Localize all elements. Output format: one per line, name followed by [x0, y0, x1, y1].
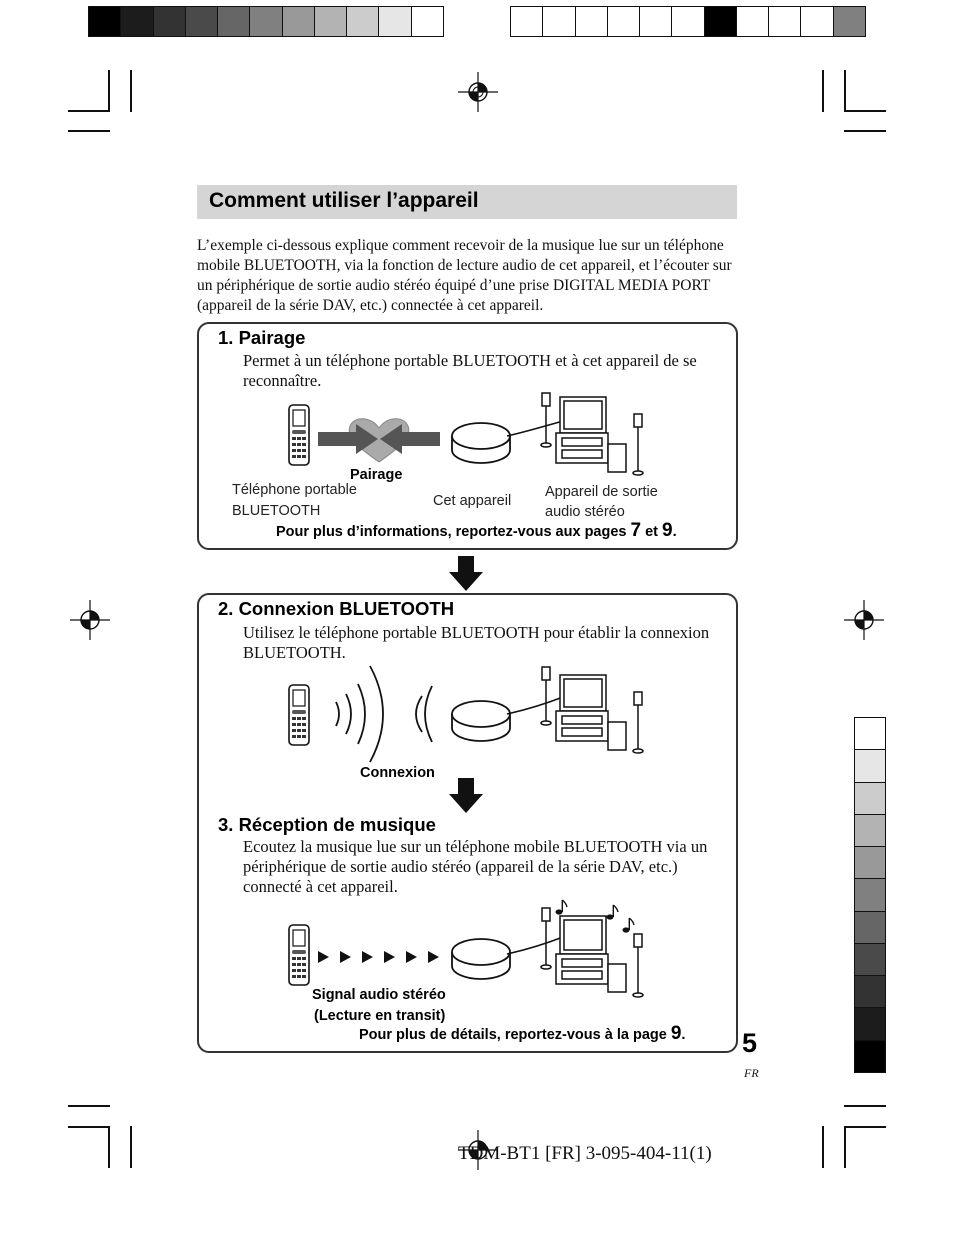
- stereo-system-icon: [540, 907, 644, 998]
- color-swatch: [543, 7, 576, 36]
- color-swatch: [121, 7, 154, 36]
- stereo-system-icon: [540, 666, 644, 754]
- color-swatch: [801, 7, 834, 36]
- radio-waves-icon: [335, 665, 433, 763]
- registration-target-icon: [458, 72, 498, 112]
- color-strip-side: [854, 717, 886, 1073]
- phone-label-line1: Téléphone portable: [232, 482, 357, 498]
- color-swatch: [607, 7, 641, 36]
- color-swatch: [736, 7, 770, 36]
- section-header: Comment utiliser l’appareil: [197, 185, 737, 219]
- registration-target-icon: [844, 600, 884, 640]
- device-puck-icon: [451, 938, 511, 980]
- page-number: 5: [742, 1028, 758, 1058]
- registration-target-icon: [70, 600, 110, 640]
- language-code: FR: [744, 1066, 759, 1080]
- stream-arrows-icon: [318, 951, 439, 963]
- step2-box: [197, 593, 738, 1053]
- pairing-label: Pairage: [350, 467, 403, 483]
- color-swatch: [314, 7, 348, 36]
- step1-box: [197, 322, 738, 550]
- color-swatch: [89, 7, 122, 36]
- music-note-icon: [555, 899, 568, 915]
- output-label-line1: Appareil de sortie: [545, 484, 658, 500]
- phone-icon: [288, 404, 310, 466]
- color-swatch: [855, 847, 885, 880]
- color-swatch: [640, 7, 673, 36]
- signal-label-line1: Signal audio stéréo: [312, 987, 446, 1003]
- color-swatch: [672, 7, 705, 36]
- step1-reference-note: Pour plus d’informations, reportez-vous …: [276, 520, 677, 541]
- color-swatch: [855, 879, 885, 912]
- device-puck-icon: [451, 422, 511, 464]
- phone-icon: [288, 684, 310, 746]
- color-bar-top-right: [510, 6, 866, 37]
- step2-title: 2. Connexion BLUETOOTH: [218, 598, 455, 619]
- device-puck-icon: [451, 700, 511, 742]
- color-swatch: [855, 976, 885, 1009]
- color-swatch: [855, 814, 885, 848]
- music-note-icon: [606, 904, 619, 920]
- step3-description: Ecoutez la musique lue sur un téléphone …: [243, 837, 708, 896]
- color-swatch: [218, 7, 251, 36]
- color-swatch: [411, 7, 443, 36]
- color-swatch: [769, 7, 802, 36]
- color-swatch: [282, 7, 315, 36]
- step3-title: 3. Réception de musique: [218, 814, 436, 835]
- device-label: Cet appareil: [433, 493, 512, 509]
- signal-label-line2: (Lecture en transit): [314, 1008, 446, 1024]
- intro-paragraph: L’exemple ci-dessous explique comment re…: [197, 237, 732, 314]
- step3-reference-note: Pour plus de détails, reportez-vous à la…: [359, 1023, 686, 1044]
- step2-description: Utilisez le téléphone portable BLUETOOTH…: [243, 623, 710, 662]
- pairing-heart-icon: [318, 418, 440, 463]
- color-bar-top-left: [88, 6, 444, 37]
- color-swatch: [855, 718, 885, 751]
- cable-line: [506, 936, 564, 955]
- music-note-icon: [622, 917, 635, 933]
- color-swatch: [704, 7, 737, 36]
- color-swatch: [833, 7, 865, 36]
- color-swatch: [855, 911, 885, 944]
- section-title: Comment utiliser l’appareil: [209, 189, 479, 212]
- phone-icon: [288, 924, 310, 986]
- stereo-system-icon: [540, 392, 644, 476]
- color-swatch: [855, 750, 885, 783]
- step1-description: Permet à un téléphone portable BLUETOOTH…: [243, 351, 697, 390]
- color-swatch: [855, 1008, 885, 1041]
- color-swatch: [250, 7, 283, 36]
- color-swatch: [575, 7, 608, 36]
- color-swatch: [855, 1040, 885, 1072]
- connexion-label: Connexion: [360, 765, 435, 781]
- down-arrow-icon: [449, 778, 483, 813]
- down-arrow-icon: [449, 556, 483, 591]
- output-label-line2: audio stéréo: [545, 504, 625, 520]
- color-swatch: [855, 943, 885, 977]
- registration-target-icon: [458, 1130, 498, 1170]
- document-code: TDM-BT1 [FR] 3-095-404-11(1): [458, 1143, 712, 1164]
- color-swatch: [379, 7, 412, 36]
- step1-title: 1. Pairage: [218, 327, 306, 348]
- color-swatch: [511, 7, 544, 36]
- color-swatch: [855, 782, 885, 815]
- cable-line: [506, 420, 564, 437]
- color-swatch: [347, 7, 380, 36]
- color-swatch: [153, 7, 186, 36]
- cable-line: [506, 696, 564, 715]
- phone-label-line2: BLUETOOTH: [232, 503, 321, 519]
- color-swatch: [185, 7, 219, 36]
